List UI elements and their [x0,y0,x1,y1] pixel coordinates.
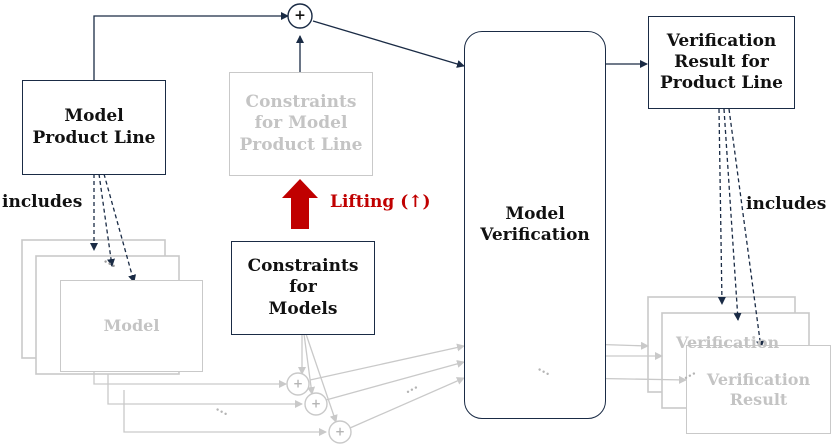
verification-result-partial-label: Verification [676,333,780,352]
constraints-for-models-node: Constraints for Models [231,241,375,335]
verification-result-product-line-node: Verification Result for Product Line [648,16,795,109]
edge-model3-to-plus3 [123,390,327,436]
includes-right-label: includes [746,194,827,214]
edge-cm-to-plus2 [303,333,316,395]
verification-result-node: Verification Result [686,345,831,434]
edge-plus2-to-verification [325,360,465,401]
model-product-line-node: Model Product Line [22,80,166,175]
model-verification-node: Model Verification [464,31,606,419]
edge-includes-right-1 [717,108,726,305]
edge-plus3-to-verification [349,377,465,429]
constraints-product-line-node: Constraints for Model Product Line [229,72,373,176]
edge-plus1-to-verification [309,343,465,381]
merge-node-plus: + [294,7,306,24]
edge-mpl-to-plus [93,12,289,80]
merge-node-circle [304,392,328,416]
includes-left-label: includes [2,192,83,212]
edge-model2-to-plus2 [107,374,303,408]
edge-includes-left-2 [98,173,115,267]
merge-node-plus: + [292,376,304,391]
edge-includes-right-2 [723,108,742,321]
edge-includes-left-3 [103,173,136,283]
lifting-label: Lifting (↑) [330,192,431,212]
merge-node-circle [328,420,352,444]
merge-node-plus: + [334,424,346,439]
merge-node-plus: + [310,396,322,411]
lifting-arrow-icon [282,179,318,229]
edge-plus-to-verification [312,20,465,68]
merge-node-circle [286,372,310,396]
merge-node-circle [287,3,313,29]
edge-includes-right-3 [728,108,765,349]
model-node: Model [60,280,203,372]
